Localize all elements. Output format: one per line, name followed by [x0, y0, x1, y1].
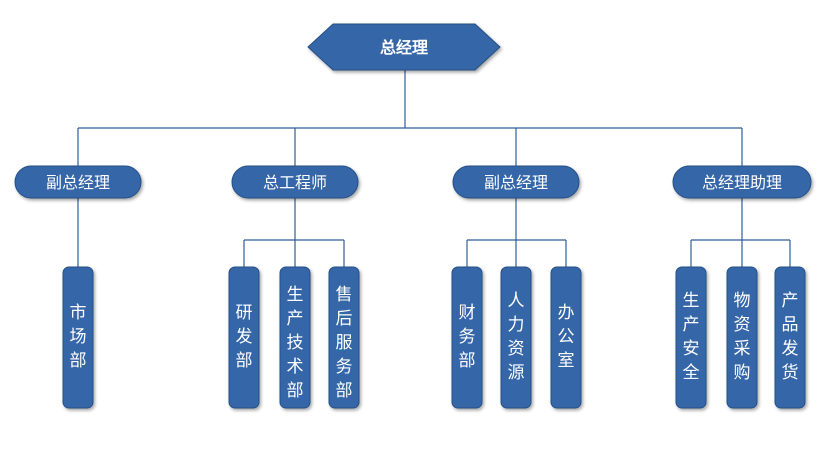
dept-node-caiwu: 财务部 [451, 266, 483, 409]
dept-label: 产品发货 [782, 291, 799, 383]
dept-label: 办公室 [558, 303, 575, 371]
dept-node-shengchanjishu: 生产技术部 [279, 266, 311, 409]
dept-label: 财务部 [459, 303, 476, 371]
dept-node-caigou: 物资采购 [726, 266, 758, 409]
branch-node-1: 副总经理 [14, 165, 142, 199]
root-node: 总经理 [307, 23, 501, 71]
dept-node-shichang: 市场部 [62, 266, 94, 409]
dept-label: 物资采购 [734, 291, 751, 383]
dept-node-bangongshi: 办公室 [550, 266, 582, 409]
dept-label: 售后服务部 [336, 285, 353, 401]
dept-label: 生产技术部 [287, 285, 304, 401]
connector-lines [77, 70, 791, 267]
branch-label: 总工程师 [263, 173, 327, 192]
dept-node-yanfa: 研发部 [228, 266, 260, 409]
dept-node-fahuo: 产品发货 [774, 266, 806, 409]
branch-node-2: 总工程师 [231, 165, 359, 199]
root-label: 总经理 [380, 38, 428, 57]
dept-label: 研发部 [236, 303, 253, 371]
dept-node-anquan: 生产安全 [675, 266, 707, 409]
branch-label: 副总经理 [46, 173, 110, 192]
branch-node-4: 总经理助理 [672, 165, 812, 199]
branch-label: 总经理助理 [702, 173, 782, 192]
dept-label: 生产安全 [683, 291, 700, 383]
branch-label: 副总经理 [484, 173, 548, 192]
branch-node-3: 副总经理 [452, 165, 580, 199]
dept-node-renli: 人力资源 [500, 266, 532, 409]
dept-label: 市场部 [70, 303, 87, 371]
dept-label: 人力资源 [508, 291, 525, 383]
dept-node-shouhou: 售后服务部 [328, 266, 360, 409]
